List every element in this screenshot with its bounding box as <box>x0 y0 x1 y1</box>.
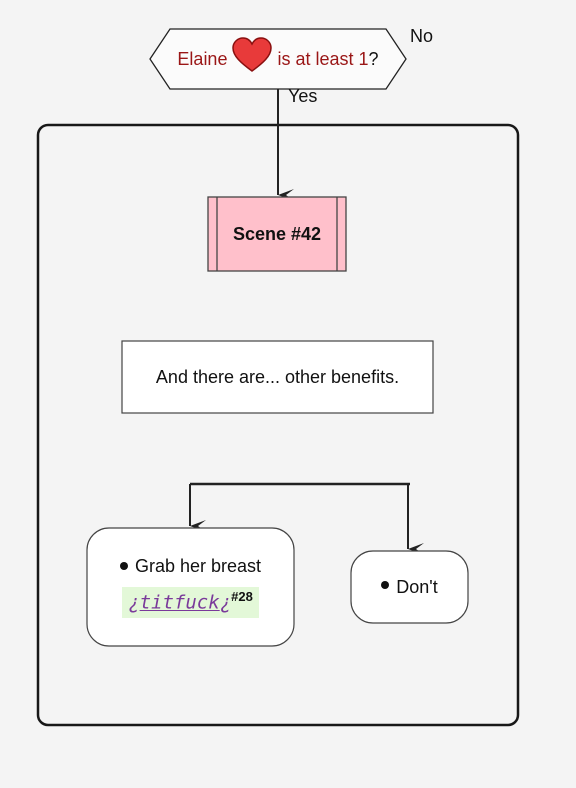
condition-question-mark: ? <box>368 48 379 69</box>
condition-character: Elaine <box>177 48 228 69</box>
note-box <box>121 340 434 414</box>
heart-icon <box>232 37 273 72</box>
scene-tag[interactable]: ¿titfuck¿#28 <box>122 587 259 618</box>
bullet-icon <box>119 561 128 570</box>
choice-dont-label: Don't <box>396 576 438 597</box>
tag-link[interactable]: titfuck <box>139 591 220 614</box>
scene-box <box>207 196 347 272</box>
bullet-icon <box>381 581 390 589</box>
note-text: And there are... other benefits. <box>155 366 400 387</box>
tag-ref: #28 <box>231 589 253 605</box>
choice-grab-label: Grab her breast <box>134 556 262 577</box>
condition-threshold: 1 <box>358 48 369 69</box>
branch-yes-label: Yes <box>288 86 318 106</box>
branch-no-label: No <box>410 26 434 46</box>
tag-open-mark: ¿ <box>128 591 140 614</box>
choice-dont-box <box>350 550 469 624</box>
choice-grab-label-row: Grab her breast <box>119 556 262 577</box>
scene-label: Scene #42 <box>232 223 322 244</box>
condition-hexagon <box>149 28 407 90</box>
tag-close-mark: ¿ <box>219 591 232 614</box>
condition-label: Elaine is at least 1? <box>150 28 406 90</box>
choice-dont[interactable]: Don't <box>351 551 468 623</box>
condition-suffix: is at least <box>277 48 354 69</box>
choice-grab-breast[interactable]: Grab her breast ¿titfuck¿#28 <box>87 528 294 646</box>
